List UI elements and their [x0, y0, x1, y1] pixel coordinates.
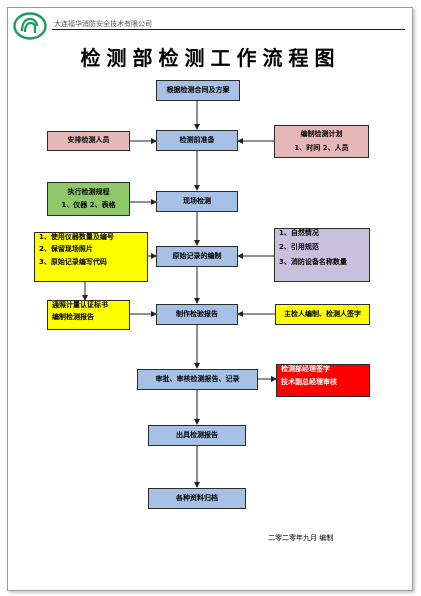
record-right-item-2: 2、引用规范: [279, 243, 319, 252]
approval-line-2: 技术副总经理审核: [281, 378, 337, 387]
step-preparation: 检测前准备: [156, 130, 238, 151]
record-right-item-3: 3、消防设备名称数量: [279, 257, 347, 266]
company-logo: [13, 12, 47, 40]
certification-line-2: 编制检测报告: [52, 313, 94, 322]
execute-procedures: 执行检测规程 1、仪器 2、表格: [47, 182, 130, 216]
step-make-report: 制作检验报告: [156, 304, 238, 325]
record-details-left: 1、使用仪器数量及编号 2、保留现场照片 3、原始记录编写代码: [34, 232, 148, 282]
execute-procedures-items: 1、仪器 2、表格: [61, 200, 116, 209]
step-archive: 各种资料归档: [148, 488, 246, 509]
record-right-item-1: 1、自然情况: [279, 229, 319, 237]
record-left-item-1: 1、使用仪器数量及编号: [39, 233, 114, 241]
header-divider: [52, 29, 405, 30]
record-left-item-3: 3、原始记录编写代码: [39, 257, 107, 266]
step-onsite-inspection: 现场检测: [156, 191, 238, 212]
arrange-personnel: 安排检测人员: [47, 131, 130, 151]
footer-date: 二零二零年九月 编制: [268, 534, 334, 542]
page-title: 检测部检测工作流程图: [80, 46, 341, 70]
step-approve-review: 审批、审核检测报告、记录: [137, 369, 258, 390]
record-details-right: 1、自然情况 2、引用规范 3、消防设备名称数量: [274, 228, 370, 282]
record-left-item-2: 2、保留现场照片: [39, 245, 93, 254]
company-name: 大连福华消防安全技术有限公司: [54, 20, 152, 28]
certification-line-1: 通照计量认证标书: [52, 301, 108, 309]
signatures: 主检人编制、检测人签字: [275, 304, 370, 325]
execute-procedures-title: 执行检测规程: [67, 188, 110, 197]
certification-report: 通照计量认证标书 编制检测报告: [47, 300, 130, 330]
step-original-records: 原始记录的编制: [156, 246, 238, 267]
step-contract-plan: 根据检测合同及方案: [156, 80, 240, 101]
inspection-plan-items: 1、时间 2、人员: [294, 143, 349, 152]
inspection-plan-title: 编制检测计划: [300, 130, 343, 139]
inspection-plan: 编制检测计划 1、时间 2、人员: [274, 125, 369, 158]
step-issue-report: 出具检测报告: [148, 425, 246, 446]
manager-approval: 检测部经理签字 技术副总经理审核: [276, 364, 370, 397]
approval-line-1: 检测部经理签字: [281, 365, 330, 373]
